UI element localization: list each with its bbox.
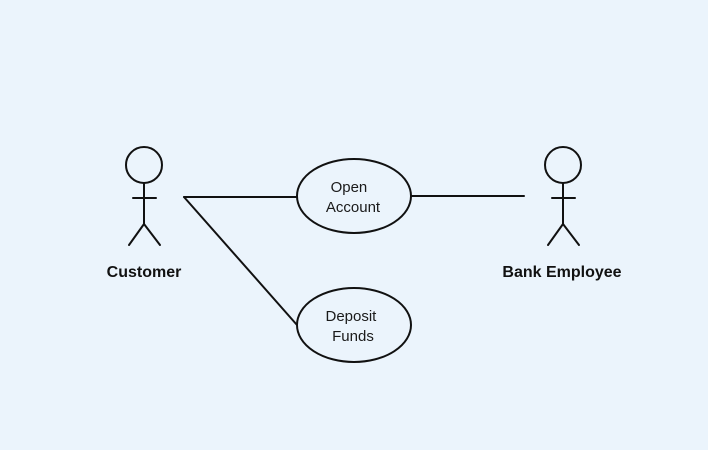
actor-bank-employee: Bank Employee: [502, 146, 622, 281]
actor-label-customer: Customer: [107, 264, 182, 281]
actor-left-leg: [128, 223, 145, 246]
actor-label-bank-employee: Bank Employee: [502, 264, 621, 281]
actor-head: [125, 146, 163, 184]
association-customer-deposit-funds: [183, 196, 298, 326]
use-case-label-open-account: Open Account: [326, 179, 381, 216]
use-case-open-account: Open Account: [296, 158, 412, 234]
use-case-label-line: Funds: [332, 328, 374, 345]
stick-figure-icon: [125, 146, 163, 246]
actor-head: [544, 146, 582, 184]
use-case-label-line: Open: [331, 179, 368, 196]
actor-right-leg: [562, 223, 580, 246]
actor-customer: Customer: [107, 146, 182, 281]
stick-figure-icon: [544, 146, 582, 246]
use-case-ellipse: [296, 158, 412, 234]
use-case-ellipse: [296, 287, 412, 363]
use-case-label-line: Deposit: [325, 308, 377, 325]
actor-right-leg: [143, 223, 161, 246]
use-case-label-line: Account: [326, 199, 381, 216]
use-case-label-deposit-funds: Deposit Funds: [325, 308, 380, 345]
use-case-deposit-funds: Deposit Funds: [296, 287, 412, 363]
actor-left-leg: [547, 223, 564, 246]
